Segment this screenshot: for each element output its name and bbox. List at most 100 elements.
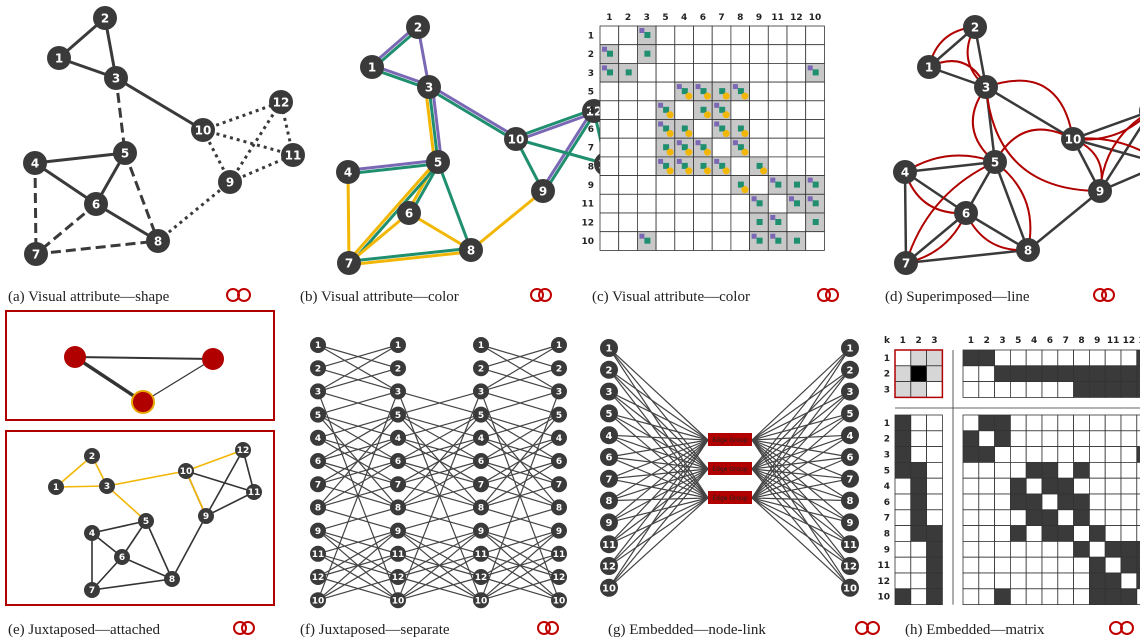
adjacency-cell	[1057, 414, 1075, 432]
edge	[751, 497, 851, 567]
matrix-cell	[674, 100, 694, 120]
matrix-cell	[786, 100, 807, 120]
col-label: 1	[606, 13, 612, 23]
edge	[751, 478, 851, 499]
matrix-cell	[767, 44, 788, 64]
matrix-cell	[618, 137, 638, 158]
matrix-cell	[655, 231, 676, 251]
edge-group-box	[708, 462, 752, 475]
matrix-cell	[786, 81, 807, 102]
adjacency-cell	[1057, 509, 1075, 526]
adjacency-cell	[962, 509, 980, 526]
svg-text:6: 6	[315, 457, 321, 467]
matrix-cell	[599, 175, 620, 195]
adjacency-cell	[1104, 430, 1122, 447]
svg-text:4: 4	[901, 165, 909, 179]
adjacency-cell	[962, 477, 980, 495]
edge	[480, 530, 560, 601]
adjacency-cell	[1120, 477, 1138, 495]
adjacency-cell	[1089, 556, 1106, 574]
matrix-cell	[599, 193, 620, 214]
edge-6-8	[121, 556, 173, 580]
edge-7-8	[905, 248, 1029, 265]
svg-text:4: 4	[847, 431, 854, 442]
edge-7-8-yellow	[349, 250, 472, 267]
edge-3-5	[114, 77, 127, 154]
edge-group-label: Edge Group	[712, 466, 747, 473]
glyph-green	[775, 181, 782, 188]
edge	[751, 497, 851, 523]
edge	[608, 439, 709, 545]
matrix-cell	[637, 63, 657, 83]
membership-cell	[910, 572, 927, 590]
svg-text:2: 2	[395, 364, 401, 374]
edge	[751, 412, 851, 499]
adjacency-cell	[962, 414, 980, 432]
svg-text:12: 12	[843, 562, 857, 573]
matrix-cell	[599, 119, 620, 139]
svg-text:7: 7	[556, 480, 562, 490]
adjacency-cell	[1041, 541, 1059, 558]
edge	[608, 439, 709, 458]
matrix-cell	[730, 63, 751, 83]
adjacency-cell	[1136, 430, 1140, 447]
edge	[751, 439, 851, 480]
matrix-cell	[655, 44, 676, 64]
membership-cell	[926, 493, 943, 511]
glyph-yellow	[704, 148, 711, 156]
node-right-12: 12	[841, 557, 859, 575]
edge	[751, 439, 851, 502]
svg-text:11: 11	[285, 148, 302, 162]
row-label: 3	[588, 69, 594, 79]
edge	[608, 497, 709, 502]
cluster-cell	[1025, 365, 1043, 382]
cluster-cell	[1057, 381, 1075, 398]
node-8: 8	[390, 499, 406, 516]
glyph-yellow	[741, 186, 749, 194]
cluster-cell	[1010, 381, 1027, 398]
node-7: 7	[894, 251, 918, 275]
edge	[608, 347, 709, 499]
adjacency-cell	[1073, 477, 1090, 495]
membership-cell	[894, 430, 912, 447]
edge	[317, 414, 399, 508]
col-label: 11	[1107, 336, 1120, 346]
membership-cell	[894, 414, 912, 432]
row-label: 4	[884, 482, 890, 492]
cluster-cell	[1041, 349, 1059, 367]
caption-b: (b) Visual attribute—color	[300, 289, 459, 305]
node-12: 12	[473, 569, 489, 585]
node-right-8: 8	[841, 491, 859, 510]
cluster-cell	[1089, 381, 1106, 398]
edge	[397, 553, 482, 601]
matrix-cell	[749, 25, 769, 46]
node-5: 5	[551, 406, 567, 423]
col-label: 10	[809, 13, 822, 23]
edge	[608, 369, 709, 470]
membership-cell	[926, 509, 943, 526]
adjacency-cell	[962, 461, 980, 479]
edge-4-5-green	[348, 162, 439, 176]
glyph-green	[625, 69, 632, 76]
edge-10-11	[1072, 137, 1140, 159]
node-12: 12	[390, 569, 406, 585]
svg-text:11: 11	[392, 550, 405, 560]
matrix-cell	[711, 44, 732, 64]
svg-text:11: 11	[602, 540, 616, 551]
node-4: 4	[551, 429, 567, 446]
cluster-cell	[1073, 381, 1090, 398]
edge	[608, 439, 709, 502]
svg-text:12: 12	[586, 104, 603, 118]
node-7: 7	[390, 476, 406, 493]
node-5: 5	[390, 406, 406, 423]
edge	[608, 468, 709, 480]
adjacency-cell	[1120, 588, 1138, 605]
node-11: 11	[281, 143, 305, 167]
col-label: 6	[1047, 336, 1053, 346]
svg-text:8: 8	[606, 496, 613, 507]
glyph-green	[663, 162, 670, 169]
adjacency-cell	[1041, 477, 1059, 495]
svg-text:8: 8	[315, 504, 321, 514]
adjacency-cell	[1025, 461, 1043, 479]
